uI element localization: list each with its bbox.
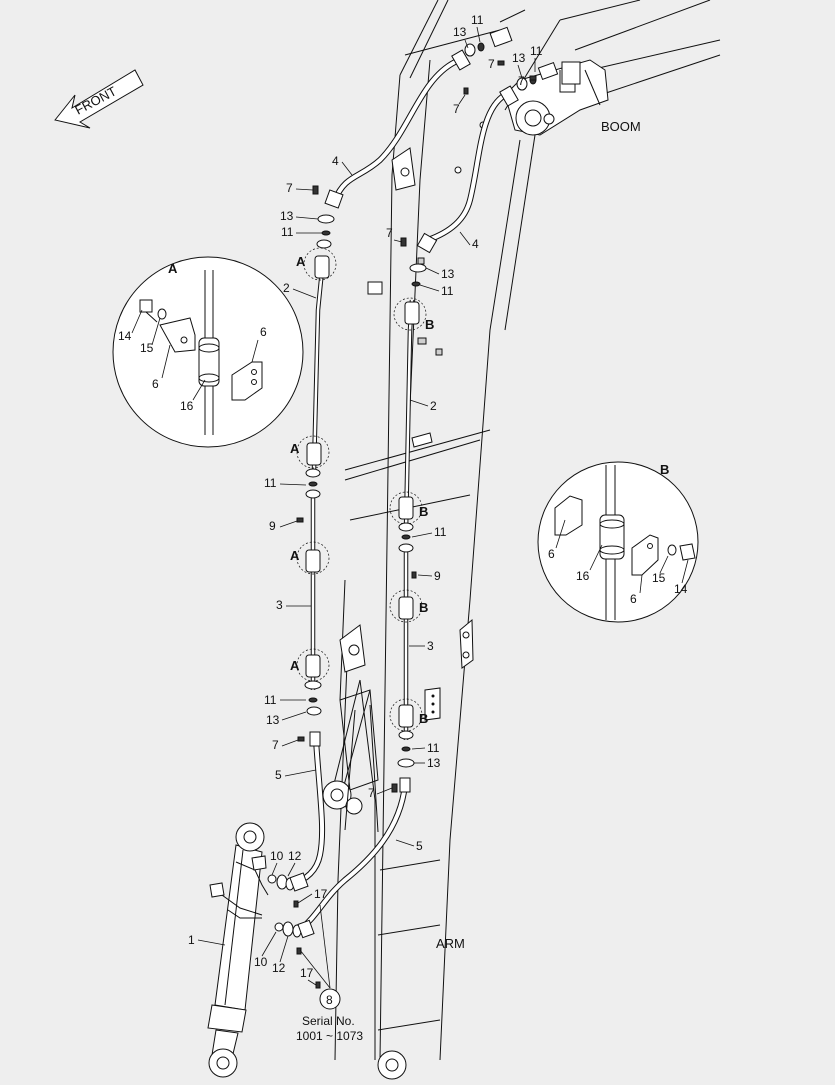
callout-11-left-lower: 11 <box>264 693 277 707</box>
hose-5-right <box>297 782 408 933</box>
callout-7-top-a: 7 <box>488 57 495 71</box>
detail-A-part-6b: 6 <box>260 325 267 339</box>
callout-3-left: 3 <box>276 598 283 612</box>
callout-13-left-upper: 13 <box>280 209 294 223</box>
callout-8: 8 <box>326 993 333 1007</box>
callout-5-right: 5 <box>416 839 423 853</box>
detail-A: A 14 15 6 6 16 <box>112 256 304 448</box>
callout-9-right: 9 <box>434 569 441 583</box>
callout-13-right-lower: 13 <box>427 756 441 770</box>
marker-A-3: A <box>290 548 300 563</box>
marker-B-1: B <box>425 317 434 332</box>
callout-17-upper: 17 <box>314 887 328 901</box>
pipe-2-right <box>403 299 415 531</box>
callout-7-top-b: 7 <box>453 102 460 116</box>
fittings <box>267 9 559 989</box>
callout-13-top-right: 13 <box>512 51 526 65</box>
marker-A-4: A <box>290 658 300 673</box>
detail-B-part-14: 14 <box>674 582 688 596</box>
callout-17-lower: 17 <box>300 966 314 980</box>
callout-10-lower: 10 <box>254 955 268 969</box>
detail-A-part-14: 14 <box>118 329 132 343</box>
callout-11-right-upper: 11 <box>441 284 454 298</box>
detail-B-title: B <box>660 462 669 477</box>
callout-9-left: 9 <box>269 519 276 533</box>
detail-A-part-15: 15 <box>140 341 154 355</box>
marker-B-4: B <box>419 711 428 726</box>
serial-line-1: Serial No. <box>302 1014 355 1028</box>
callout-13-right-upper: 13 <box>441 267 455 281</box>
callouts: 11 13 7 7 11 13 7 4 7 13 11 2 4 7 13 11 … <box>188 13 543 1043</box>
clamp-markers: A A A A B B B B <box>290 254 434 726</box>
callout-7-left-lower: 7 <box>272 738 279 752</box>
cylinder <box>207 822 269 1078</box>
callout-13-top-left: 13 <box>453 25 467 39</box>
detail-A-title: A <box>168 261 178 276</box>
callout-5-left: 5 <box>275 768 282 782</box>
callout-11-top-left: 11 <box>471 13 484 27</box>
callout-2-left: 2 <box>283 281 290 295</box>
callout-4-right: 4 <box>472 237 479 251</box>
callout-11-right-mid: 11 <box>434 525 447 539</box>
hose-4-right <box>425 92 508 243</box>
detail-B-part-6a: 6 <box>548 547 555 561</box>
marker-A-2: A <box>290 441 300 456</box>
callout-11-left-mid: 11 <box>264 476 277 490</box>
hose-4-left <box>332 59 458 203</box>
callout-1: 1 <box>188 933 195 947</box>
detail-A-part-16: 16 <box>180 399 194 413</box>
callout-11-top-right: 11 <box>530 44 543 58</box>
serial-line-2: 1001 ~ 1073 <box>296 1029 363 1043</box>
callout-2-right: 2 <box>430 399 437 413</box>
callout-10-upper: 10 <box>270 849 284 863</box>
arm-structure <box>322 579 441 1080</box>
front-arrow: FRONT <box>54 69 144 129</box>
marker-A-1: A <box>296 254 306 269</box>
callout-13-left-lower: 13 <box>266 713 280 727</box>
detail-B-part-15: 15 <box>652 571 666 585</box>
callout-4-left: 4 <box>332 154 339 168</box>
callout-7-left-upper: 7 <box>286 181 293 195</box>
detail-B: B 6 16 15 6 14 <box>537 461 699 623</box>
callout-3-right: 3 <box>427 639 434 653</box>
callout-11-right-lower: 11 <box>427 741 440 755</box>
arm-label: ARM <box>436 936 465 951</box>
callout-7-top-c: 7 <box>518 74 525 88</box>
detail-B-part-6b: 6 <box>630 592 637 606</box>
marker-B-3: B <box>419 600 428 615</box>
detail-A-part-6a: 6 <box>152 377 159 391</box>
callout-11-left-upper: 11 <box>281 225 294 239</box>
boom-label: BOOM <box>601 119 641 134</box>
callout-7-right-lower: 7 <box>368 786 375 800</box>
detail-B-part-16: 16 <box>576 569 590 583</box>
callout-7-right-upper: 7 <box>386 226 393 240</box>
pipe-2-left <box>311 269 325 471</box>
callout-12-upper: 12 <box>288 849 302 863</box>
marker-B-2: B <box>419 504 428 519</box>
callout-12-lower: 12 <box>272 961 286 975</box>
